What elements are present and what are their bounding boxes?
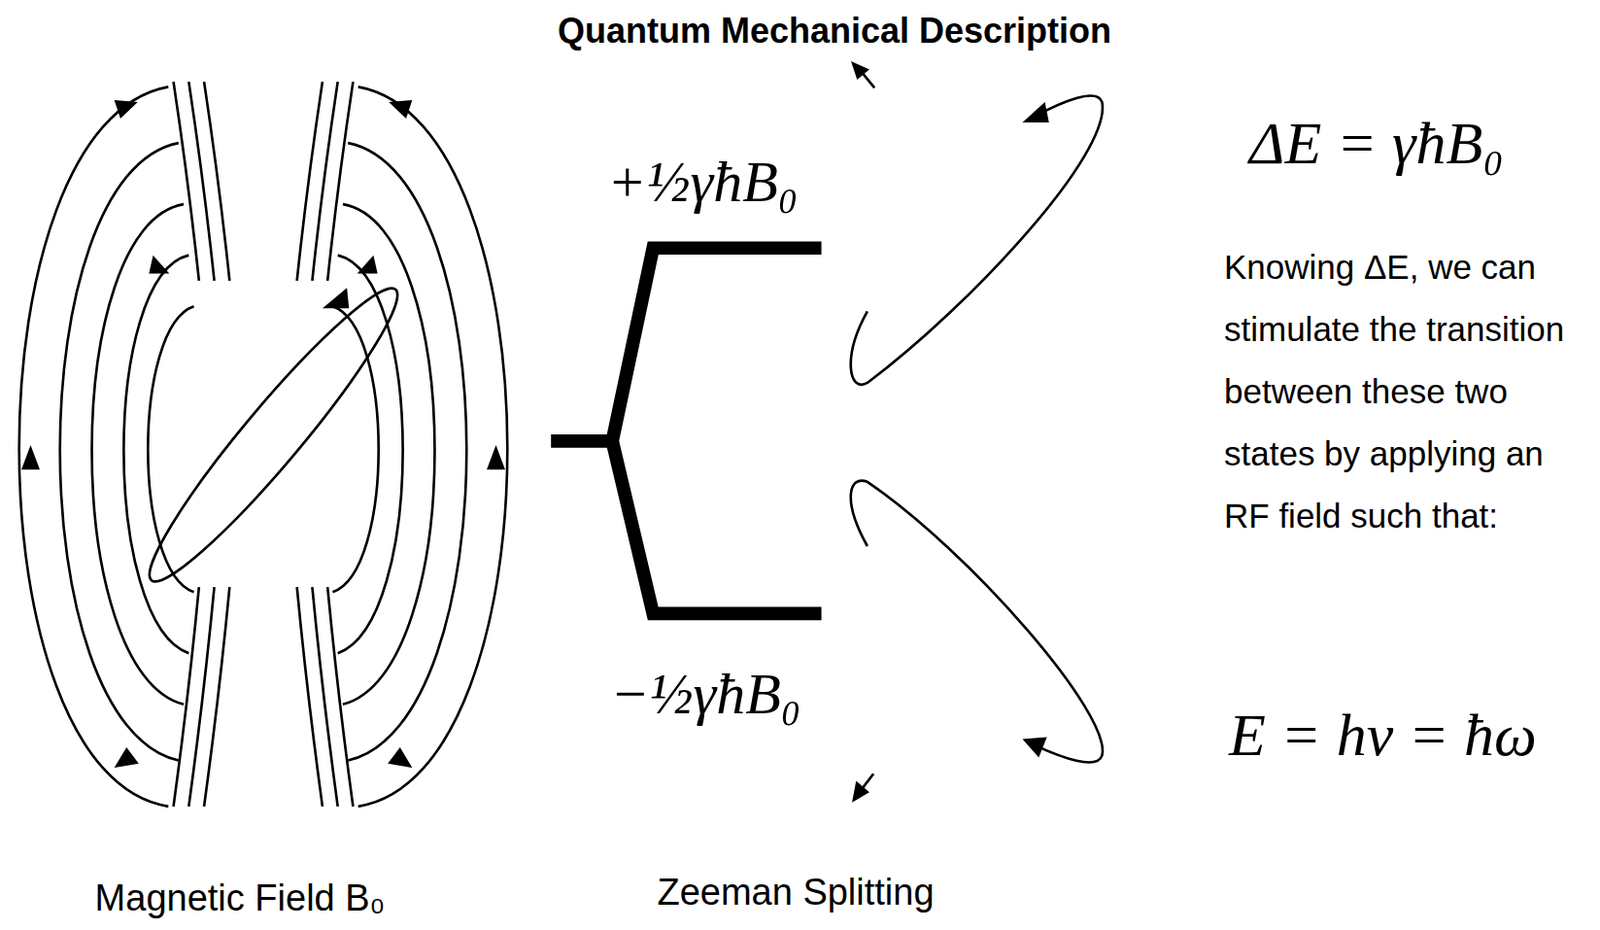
field-lines — [19, 81, 509, 807]
figure-caption: Zeeman Splitting — [656, 872, 934, 914]
diagram-title: Quantum Mechanical Description — [557, 11, 1112, 51]
field-arrowheads — [21, 100, 506, 768]
transition-arrowheads — [851, 61, 1050, 803]
transition-arrows — [851, 71, 1103, 792]
energy-equation: E = hν = ħω — [1228, 701, 1537, 768]
figure-caption: Magnetic Field B₀ — [95, 878, 386, 920]
energy-level-label: −½γħB₀ — [610, 661, 802, 726]
energy-equation: ΔE = γħB₀ — [1249, 109, 1504, 176]
energy-levels — [550, 247, 821, 613]
energy-level-label: +½γħB₀ — [607, 149, 799, 214]
explanation-note: Knowing ΔE, we can stimulate the transit… — [1224, 236, 1594, 547]
